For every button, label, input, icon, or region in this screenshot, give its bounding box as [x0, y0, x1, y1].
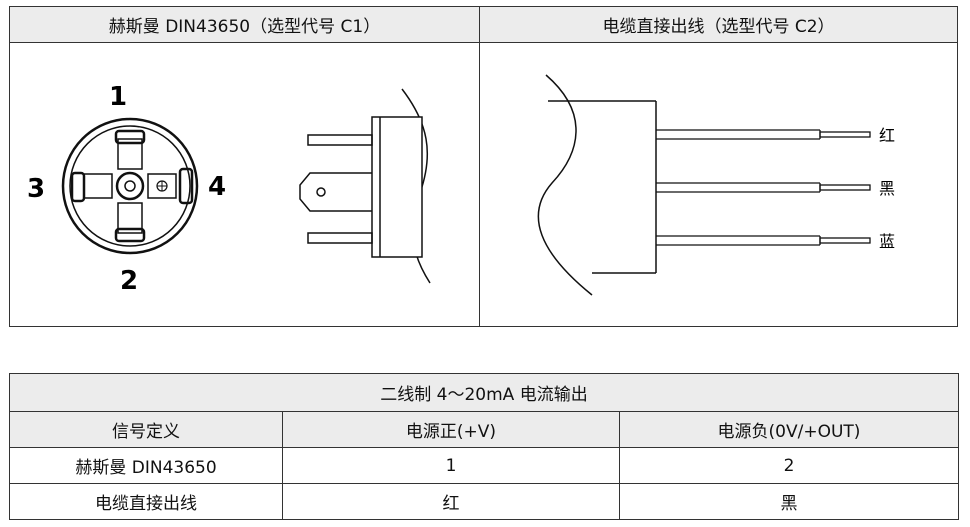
pin-label-4: 4	[208, 172, 226, 202]
table-header-row: 信号定义 电源正(+V) 电源负(0V/+OUT)	[9, 411, 959, 448]
connector-side-view-icon	[299, 88, 431, 284]
table-row: 电缆直接出线 红 黑	[9, 483, 959, 520]
din-connector-drawing: 1 3 4 2	[27, 82, 431, 296]
pin-label-2: 2	[120, 266, 138, 296]
din-connector-title: 赫斯曼 DIN43650（选型代号 C1）	[108, 17, 381, 37]
wire-leads-icon	[656, 129, 871, 246]
wire-label-black: 黑	[879, 179, 895, 198]
header-power-negative: 电源负(0V/+OUT)	[619, 411, 959, 448]
table-title: 二线制 4～20mA 电流输出	[9, 373, 959, 412]
cable-body-icon	[537, 74, 657, 296]
cable-outlet-drawing: 红 黑 蓝	[537, 74, 895, 296]
pin-label-3: 3	[27, 174, 45, 204]
cable-outlet-header: 电缆直接出线（选型代号 C2）	[480, 7, 957, 43]
cable-outlet-title: 电缆直接出线（选型代号 C2）	[602, 17, 835, 37]
column-divider	[479, 7, 480, 326]
cable-outlet-cell: 红 黑 蓝	[480, 43, 957, 327]
wire-label-red: 红	[879, 126, 895, 145]
wiring-diagram-table: 赫斯曼 DIN43650（选型代号 C1） 电缆直接出线（选型代号 C2） 1 …	[9, 6, 958, 327]
row-din-negative: 2	[619, 447, 959, 484]
row-cable-positive: 红	[282, 483, 620, 520]
table-title-row: 二线制 4～20mA 电流输出	[9, 373, 959, 412]
pin-label-1: 1	[109, 82, 127, 112]
row-cable-label: 电缆直接出线	[9, 483, 283, 520]
din-connector-cell: 1 3 4 2	[10, 43, 479, 327]
signal-definition-table: 二线制 4～20mA 电流输出 信号定义 电源正(+V) 电源负(0V/+OUT…	[9, 373, 959, 520]
row-cable-negative: 黑	[619, 483, 959, 520]
header-power-positive: 电源正(+V)	[282, 411, 620, 448]
connector-face-icon	[61, 117, 199, 255]
row-din-label: 赫斯曼 DIN43650	[9, 447, 283, 484]
table-row: 赫斯曼 DIN43650 1 2	[9, 447, 959, 484]
row-din-positive: 1	[282, 447, 620, 484]
din-connector-header: 赫斯曼 DIN43650（选型代号 C1）	[10, 7, 479, 43]
header-signal-definition: 信号定义	[9, 411, 283, 448]
wire-label-blue: 蓝	[879, 232, 895, 251]
